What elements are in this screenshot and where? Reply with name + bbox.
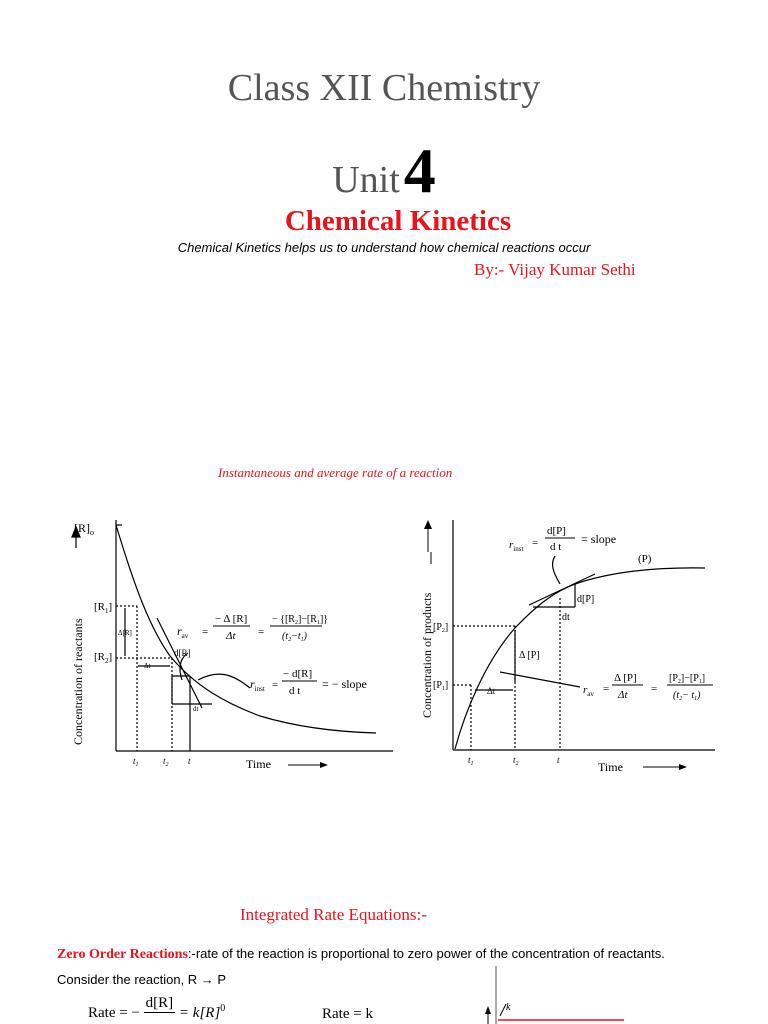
svg-text:=: = [258, 626, 264, 638]
chapter-subtitle: Chemical Kinetics helps us to understand… [177, 240, 591, 255]
svg-text:=: = [272, 679, 278, 691]
rinst-denominator: d t [550, 541, 561, 553]
chapter-heading: Chemical Kinetics [284, 205, 512, 237]
svg-text:=: = [651, 683, 657, 695]
t-label: t [188, 756, 191, 766]
product-concentration-graph: Concentration of products rinst = d[P] d… [420, 520, 715, 774]
reactant-concentration-graph: [R]o [R1] [R2] Δ[R] Δt d[R] dt rav = − Δ… [71, 520, 393, 771]
zero-order-paragraph: Zero Order Reactions:-rate of the reacti… [57, 946, 665, 963]
y-axis-label: Concentration of reactants [71, 618, 85, 745]
t-label: t [557, 755, 560, 765]
rav-denominator: Δt [225, 630, 236, 642]
unit-heading: Unit4 [0, 134, 768, 208]
svg-text:=: = [532, 537, 538, 549]
dp-label: d[P] [577, 594, 594, 605]
slope-label: = − slope [322, 677, 367, 691]
zero-order-graph: k [485, 966, 624, 1024]
rav-rhs-denominator: (t2− t1) [673, 690, 701, 702]
rav-label: rav [177, 624, 189, 640]
x-axis-label: Time [598, 760, 623, 774]
author-byline: By:- Vijay Kumar Sethi [474, 260, 636, 279]
k-label: k [506, 1002, 511, 1013]
rinst-numerator: − d[R] [283, 668, 312, 680]
rate-equals-k: Rate = k [322, 1006, 373, 1022]
t2-label: t2 [513, 755, 519, 767]
x-axis-label: Time [246, 757, 271, 771]
p-curve-label: (P) [638, 553, 652, 565]
t1-label: t1 [468, 755, 474, 767]
rinst-numerator: d[P] [547, 525, 566, 537]
zero-order-definition: :-rate of the reaction is proportional t… [187, 946, 665, 961]
rav-numerator: Δ [P] [614, 672, 637, 684]
svg-text:=: = [202, 626, 208, 638]
rav-numerator: − Δ [R] [215, 613, 247, 625]
p2-label: [P2] [433, 622, 448, 634]
rav-label: rav [583, 684, 594, 698]
r0-label: [R]o [74, 521, 94, 537]
rate-equation: Rate = − d[R] = k[R]0 [88, 995, 226, 1021]
dt-label: dt [193, 705, 199, 713]
delta-t-label: Δt [144, 662, 151, 670]
class-title: Class XII Chemistry [227, 67, 541, 109]
t1-label: t1 [133, 756, 139, 768]
dt-label: dt [562, 612, 570, 623]
slope-label: = slope [581, 532, 616, 546]
p1-label: [P1] [433, 680, 448, 692]
figure-caption: Instantaneous and average rate of a reac… [218, 465, 453, 480]
unit-number: 4 [403, 135, 436, 206]
consider-reaction: Consider the reaction, R → P [57, 972, 227, 987]
r1-label: [R1] [94, 601, 112, 615]
section-heading: Integrated Rate Equations:- [240, 905, 427, 924]
rav-rhs-numerator: [P2]−[P1] [669, 673, 705, 685]
zero-order-term: Zero Order Reactions [57, 947, 188, 962]
t2-label: t2 [163, 756, 169, 768]
rav-denominator: Δt [617, 689, 628, 701]
y-axis-label: Concentration of products [420, 592, 434, 718]
rinst-label: rinst [250, 677, 265, 693]
product-curve [454, 567, 706, 750]
svg-text:=: = [603, 683, 609, 695]
reactant-curve [115, 524, 377, 734]
rav-rhs-denominator: (t2−t1) [282, 631, 308, 643]
delta-p-label: Δ [P] [519, 650, 540, 661]
rav-rhs-numerator: − {[R2]−[R1]} [272, 614, 328, 626]
dr-label: d[R] [174, 648, 191, 658]
rinst-denominator: d t [289, 685, 300, 697]
rinst-label: rinst [509, 539, 523, 553]
r2-label: [R2] [94, 651, 112, 665]
unit-word: Unit [332, 159, 400, 201]
delta-t-label: Δt [487, 686, 496, 696]
delta-r-label: Δ[R] [118, 629, 132, 637]
